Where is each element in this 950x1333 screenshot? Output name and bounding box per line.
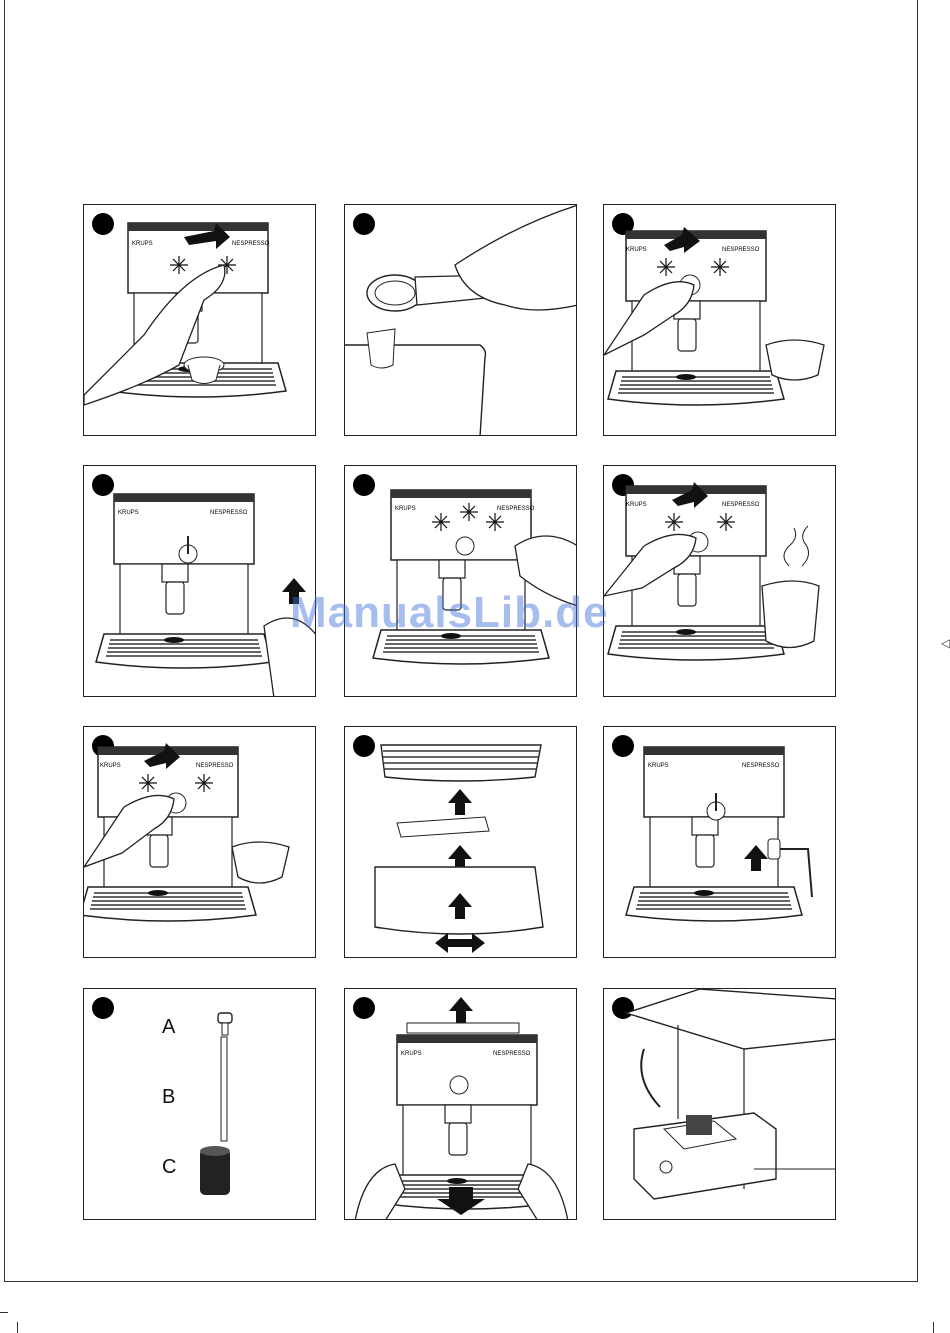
step-9-remove-steam-nozzle: KRUPS NESPRESSO: [603, 726, 836, 958]
illustration: KRUPS NESPRESSO: [345, 466, 577, 697]
svg-text:KRUPS: KRUPS: [626, 247, 647, 253]
svg-text:KRUPS: KRUPS: [648, 763, 669, 769]
step-4-steam-nozzle: KRUPS NESPRESSO: [83, 465, 316, 697]
illustration: KRUPS NESPRESSO: [604, 466, 836, 697]
step-8-remove-drip-tray: [344, 726, 577, 958]
step-5-steam-knob: KRUPS NESPRESSO: [344, 465, 577, 697]
step-12-internal-view: [603, 988, 836, 1220]
step-10-nozzle-parts: A B C: [83, 988, 316, 1220]
crop-mark-right: [933, 1322, 934, 1333]
illustration: KRUPS NESPRESSO: [84, 205, 316, 436]
step-11-remove-tank-tray: KRUPS NESPRESSO: [344, 988, 577, 1220]
svg-text:KRUPS: KRUPS: [118, 510, 139, 516]
illustration: KRUPS NESPRESSO: [345, 989, 577, 1220]
illustration: [345, 205, 577, 436]
svg-text:NESPRESSO: NESPRESSO: [196, 763, 234, 769]
step-7-brew-large-cup: KRUPS NESPRESSO: [83, 726, 316, 958]
svg-text:NESPRESSO: NESPRESSO: [722, 247, 760, 253]
svg-text:NESPRESSO: NESPRESSO: [722, 502, 760, 508]
step-2-insert-capsule: [344, 204, 577, 436]
illustration: KRUPS NESPRESSO: [604, 727, 836, 958]
svg-text:KRUPS: KRUPS: [626, 502, 647, 508]
illustration: [84, 989, 316, 1220]
svg-text:NESPRESSO: NESPRESSO: [210, 510, 248, 516]
illustration: [604, 989, 836, 1220]
step-1-brew-espresso: KRUPS NESPRESSO: [83, 204, 316, 436]
svg-text:KRUPS: KRUPS: [395, 506, 416, 512]
svg-text:KRUPS: KRUPS: [132, 241, 153, 247]
svg-text:KRUPS: KRUPS: [401, 1051, 422, 1057]
svg-text:NESPRESSO: NESPRESSO: [497, 506, 535, 512]
svg-text:NESPRESSO: NESPRESSO: [493, 1051, 531, 1057]
illustration: KRUPS NESPRESSO: [84, 466, 316, 697]
svg-text:NESPRESSO: NESPRESSO: [742, 763, 780, 769]
illustration: KRUPS NESPRESSO: [84, 727, 316, 958]
illustration: KRUPS NESPRESSO: [604, 205, 836, 436]
crop-mark-top-left: [0, 1312, 8, 1313]
svg-text:NESPRESSO: NESPRESSO: [232, 241, 270, 247]
step-3-brew-cup: KRUPS NESPRESSO: [603, 204, 836, 436]
svg-text:KRUPS: KRUPS: [100, 763, 121, 769]
crop-mark-left: [17, 1322, 18, 1333]
watermark: ManualsLib.de: [290, 588, 609, 638]
illustration: [345, 727, 577, 958]
side-registration-mark: ◁: [941, 636, 950, 650]
step-6-froth-milk: KRUPS NESPRESSO: [603, 465, 836, 697]
